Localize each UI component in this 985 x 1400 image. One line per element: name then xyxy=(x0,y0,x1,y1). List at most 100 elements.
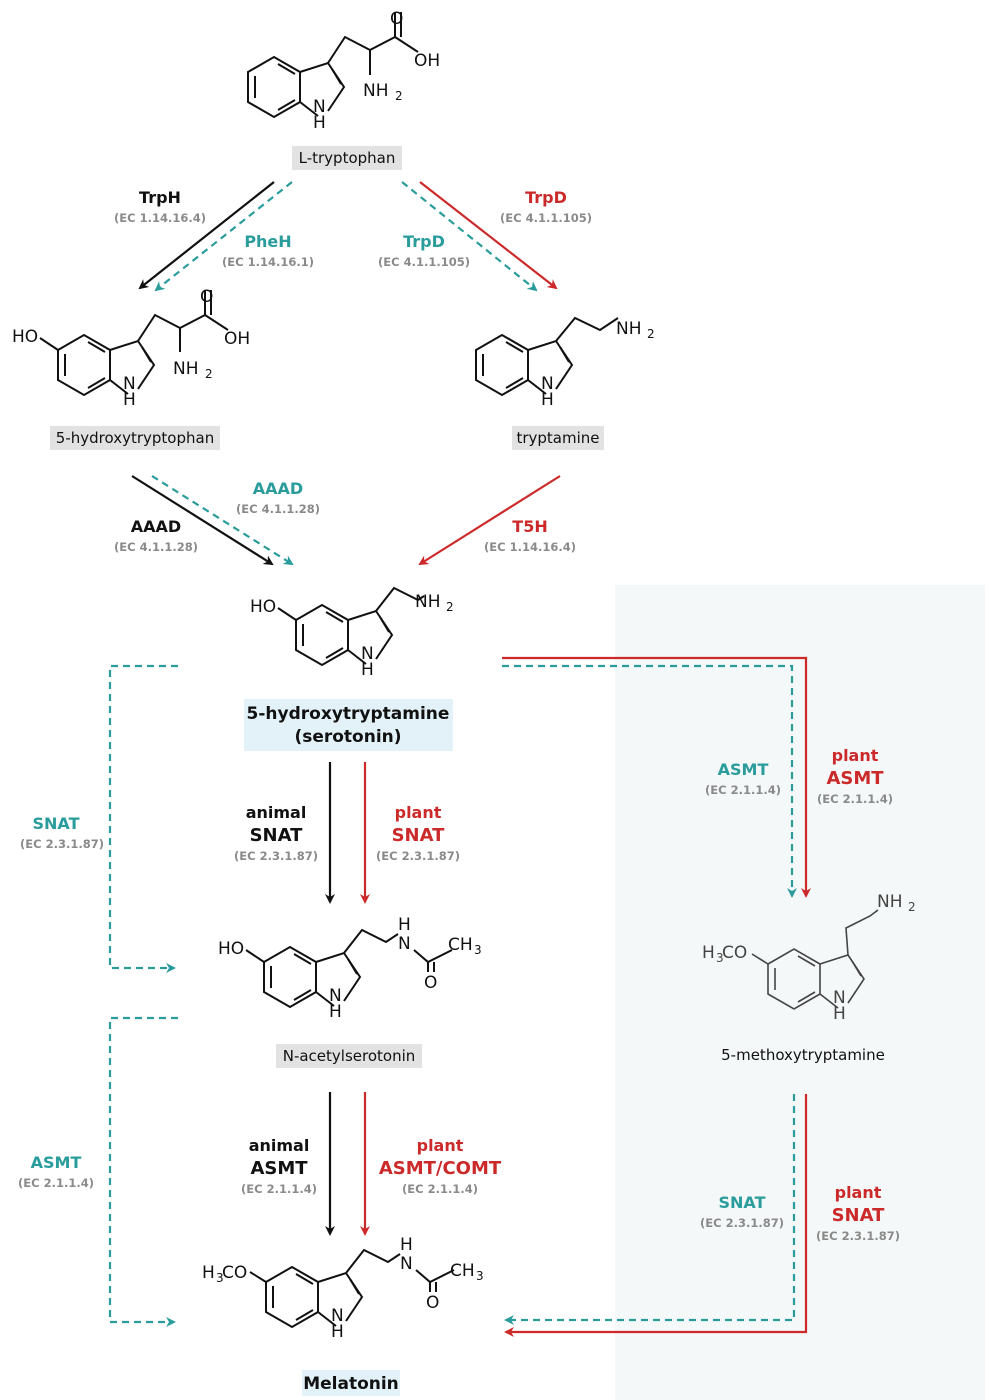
arrow-asmt-teal-right xyxy=(502,664,797,898)
enzyme-pheh-ec: (EC 1.14.16.1) xyxy=(222,255,314,269)
tryptophan-label-box xyxy=(292,146,402,170)
enzyme-plant-snat-type: plant xyxy=(395,803,442,822)
hydroxytryptophan-label: 5-hydroxytryptophan xyxy=(56,429,214,447)
tryptamine-label: tryptamine xyxy=(516,429,599,447)
enzyme-aaad-black-ec: (EC 4.1.1.28) xyxy=(114,540,198,554)
atom-h: H xyxy=(833,1004,846,1024)
arrow-trpd-teal xyxy=(401,181,538,292)
arrow-aaad-black xyxy=(131,475,274,566)
atom-h: H xyxy=(123,390,136,410)
enzyme-t5h-ec: (EC 1.14.16.4) xyxy=(484,540,576,554)
enzyme-snat-left-ec: (EC 2.3.1.87) xyxy=(20,837,104,851)
enzyme-trpd-teal-ec: (EC 4.1.1.105) xyxy=(378,255,470,269)
methoxytryptamine-structure: H 3 CO NH 2 N H xyxy=(702,892,916,1024)
atom-sub: 3 xyxy=(476,1269,484,1283)
tryptophan-label: L-tryptophan xyxy=(299,149,396,167)
arrow-trpd-red xyxy=(419,181,558,290)
atom-co: CO xyxy=(222,1263,247,1283)
enzyme-trph-ec: (EC 1.14.16.4) xyxy=(114,211,206,225)
atom-n: N xyxy=(400,1254,413,1274)
enzyme-animal-asmt-type: animal xyxy=(249,1136,310,1155)
arrow-asmt-left xyxy=(108,1016,178,1327)
enzyme-aaad-black: AAAD xyxy=(131,517,181,536)
atom-ho: HO xyxy=(218,939,244,959)
enzyme-animal-snat: SNAT xyxy=(250,825,304,846)
enzyme-plant-snat-ec: (EC 2.3.1.87) xyxy=(376,849,460,863)
enzyme-plant-snat: SNAT xyxy=(392,825,446,846)
atom-n: N xyxy=(541,374,554,394)
atom-nh: NH xyxy=(363,81,389,101)
atom-h: H xyxy=(702,943,715,963)
atom-n: N xyxy=(398,934,411,954)
serotonin-structure: HO NH 2 N H xyxy=(250,586,454,680)
atom-ho: HO xyxy=(250,597,276,617)
enzyme-snat-left: SNAT xyxy=(33,814,80,833)
atom-oh: OH xyxy=(224,329,250,349)
atom-o: O xyxy=(424,973,437,993)
arrow-pheh xyxy=(154,181,293,292)
atom-sub: 2 xyxy=(395,89,403,103)
enzyme-pheh: PheH xyxy=(244,232,291,251)
atom-nh: NH xyxy=(173,359,199,379)
enzyme-snat-teal-right: SNAT xyxy=(719,1193,766,1212)
enzyme-asmt-teal-right-ec: (EC 2.1.1.4) xyxy=(705,783,781,797)
atom-h: H xyxy=(361,660,374,680)
atom-n: N xyxy=(331,1306,344,1326)
atom-sub: 2 xyxy=(205,367,213,381)
atom-ch: CH xyxy=(450,1261,475,1281)
atom-n: N xyxy=(123,374,136,394)
melatonin-label: Melatonin xyxy=(303,1374,399,1394)
atom-nh: NH xyxy=(616,319,642,339)
atom-nh: NH xyxy=(415,592,441,612)
atom-n: N xyxy=(833,988,846,1008)
atom-o: O xyxy=(200,287,213,307)
arrow-trph xyxy=(138,181,275,290)
enzyme-trph: TrpH xyxy=(139,188,181,207)
enzyme-animal-snat-type: animal xyxy=(246,803,307,822)
atom-h: H xyxy=(313,113,326,133)
enzyme-trpd-teal: TrpD xyxy=(403,232,445,251)
atom-h: H xyxy=(541,390,554,410)
methoxytryptamine-label: 5-methoxytryptamine xyxy=(721,1046,885,1064)
hydroxytryptophan-label-box xyxy=(50,426,220,450)
serotonin-label: 5-hydroxytryptamine xyxy=(247,704,450,724)
atom-h: H xyxy=(331,1322,344,1342)
enzyme-asmt-left-ec: (EC 2.1.1.4) xyxy=(18,1176,94,1190)
enzyme-animal-snat-ec: (EC 2.3.1.87) xyxy=(234,849,318,863)
atom-h: H xyxy=(400,1235,413,1255)
enzyme-trpd-red: TrpD xyxy=(525,188,567,207)
enzyme-plant-asmt-comt-type: plant xyxy=(417,1136,464,1155)
atom-sub: 3 xyxy=(716,951,724,965)
atom-sub: 3 xyxy=(216,1271,224,1285)
atom-ch: CH xyxy=(448,935,473,955)
atom-ho: HO xyxy=(12,327,38,347)
acetylserotonin-label-box xyxy=(276,1044,422,1068)
atom-sub: 2 xyxy=(446,600,454,614)
plant-pathway-panel xyxy=(615,585,985,1400)
enzyme-plant-asmt-ec: (EC 2.1.1.4) xyxy=(817,792,893,806)
atom-oh: OH xyxy=(414,51,440,71)
enzyme-asmt-left: ASMT xyxy=(31,1153,82,1172)
tryptophan-structure: O OH NH 2 H N xyxy=(247,9,440,133)
hydroxytryptophan-structure: HO O OH NH 2 N H xyxy=(12,287,250,410)
enzyme-t5h: T5H xyxy=(512,517,547,536)
enzyme-plant-snat-right-type: plant xyxy=(835,1183,882,1202)
enzyme-plant-asmt-comt: ASMT/COMT xyxy=(379,1158,502,1179)
atom-n: N xyxy=(361,644,374,664)
acetylserotonin-structure: HO H N O CH 3 N H xyxy=(218,915,482,1022)
atom-h: H xyxy=(329,1002,342,1022)
atom-h: H xyxy=(398,915,411,935)
enzyme-snat-teal-right-ec: (EC 2.3.1.87) xyxy=(700,1216,784,1230)
atom-nh: NH xyxy=(877,892,903,912)
enzyme-aaad-teal-ec: (EC 4.1.1.28) xyxy=(236,502,320,516)
arrow-snat-teal-right xyxy=(504,1094,796,1325)
arrow-plant-snat-right xyxy=(504,1094,808,1337)
serotonin-sublabel: (serotonin) xyxy=(294,727,401,747)
enzyme-aaad-teal: AAAD xyxy=(253,479,303,498)
atom-sub: 2 xyxy=(908,900,916,914)
atom-co: CO xyxy=(722,943,747,963)
arrow-t5h xyxy=(418,475,561,566)
enzyme-plant-asmt-type: plant xyxy=(832,746,879,765)
